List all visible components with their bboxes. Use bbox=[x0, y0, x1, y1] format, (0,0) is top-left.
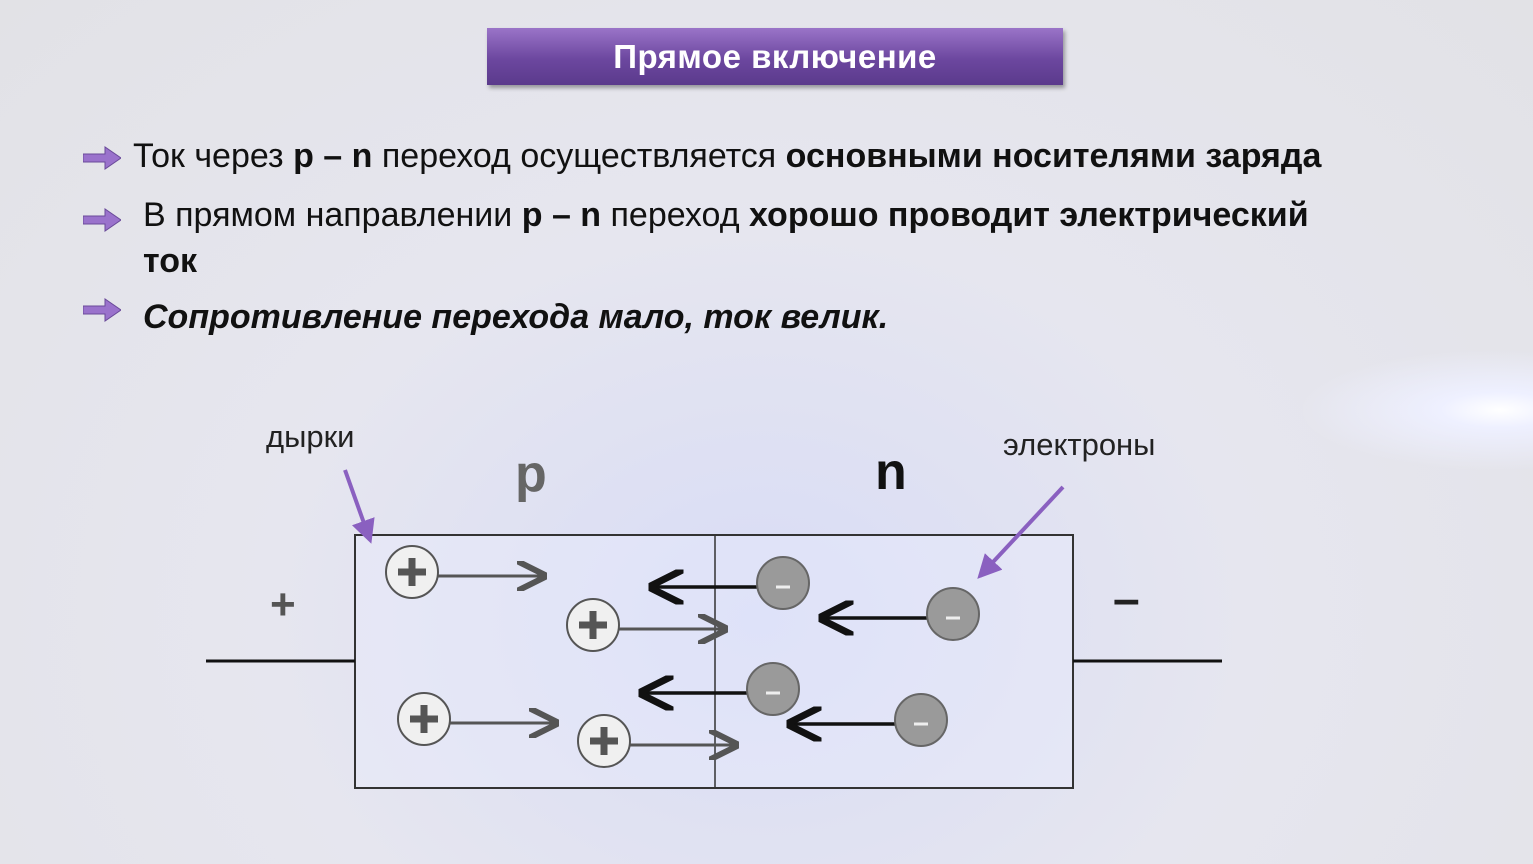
text: p – n bbox=[293, 137, 373, 175]
electrons-label: электроны bbox=[1003, 427, 1156, 462]
bullet-arrow-icon bbox=[83, 146, 121, 170]
text: Ток через bbox=[133, 137, 294, 175]
plus-icon bbox=[398, 558, 426, 586]
bullet-arrow-icon bbox=[83, 298, 121, 322]
text: переход bbox=[601, 196, 749, 234]
text: хорошо проводит электрический bbox=[748, 196, 1309, 234]
bullet-2: В прямом направлении p – n переход хорош… bbox=[143, 196, 1309, 235]
bullet-1: Ток через p – n переход осуществляется о… bbox=[133, 137, 1321, 176]
electron-icon bbox=[756, 556, 810, 610]
holes-label: дырки bbox=[266, 419, 355, 454]
electron-icon bbox=[926, 587, 980, 641]
text: p – n bbox=[521, 196, 602, 234]
p-region-label: p bbox=[515, 445, 547, 503]
plus-icon bbox=[590, 727, 618, 755]
bullet-arrow-icon bbox=[83, 208, 121, 232]
plus-terminal: + bbox=[270, 580, 296, 629]
text: переход осуществляется bbox=[372, 137, 786, 175]
junction-box bbox=[354, 534, 1074, 789]
plus-icon bbox=[410, 705, 438, 733]
text: основными носителями заряда bbox=[785, 137, 1322, 175]
electrons-pointer-arrow bbox=[977, 485, 1065, 579]
electron-icon bbox=[746, 662, 800, 716]
slide-title: Прямое включение bbox=[487, 28, 1063, 85]
plus-icon bbox=[579, 611, 607, 639]
bullet-2-continued: ток bbox=[143, 242, 197, 280]
n-region-label: n bbox=[875, 443, 907, 501]
holes-pointer-arrow bbox=[343, 469, 375, 544]
minus-terminal: – bbox=[1113, 573, 1140, 626]
electron-icon bbox=[894, 693, 948, 747]
bullet-3: Сопротивление перехода мало, ток велик. bbox=[143, 298, 889, 336]
text: В прямом направлении bbox=[143, 196, 522, 234]
